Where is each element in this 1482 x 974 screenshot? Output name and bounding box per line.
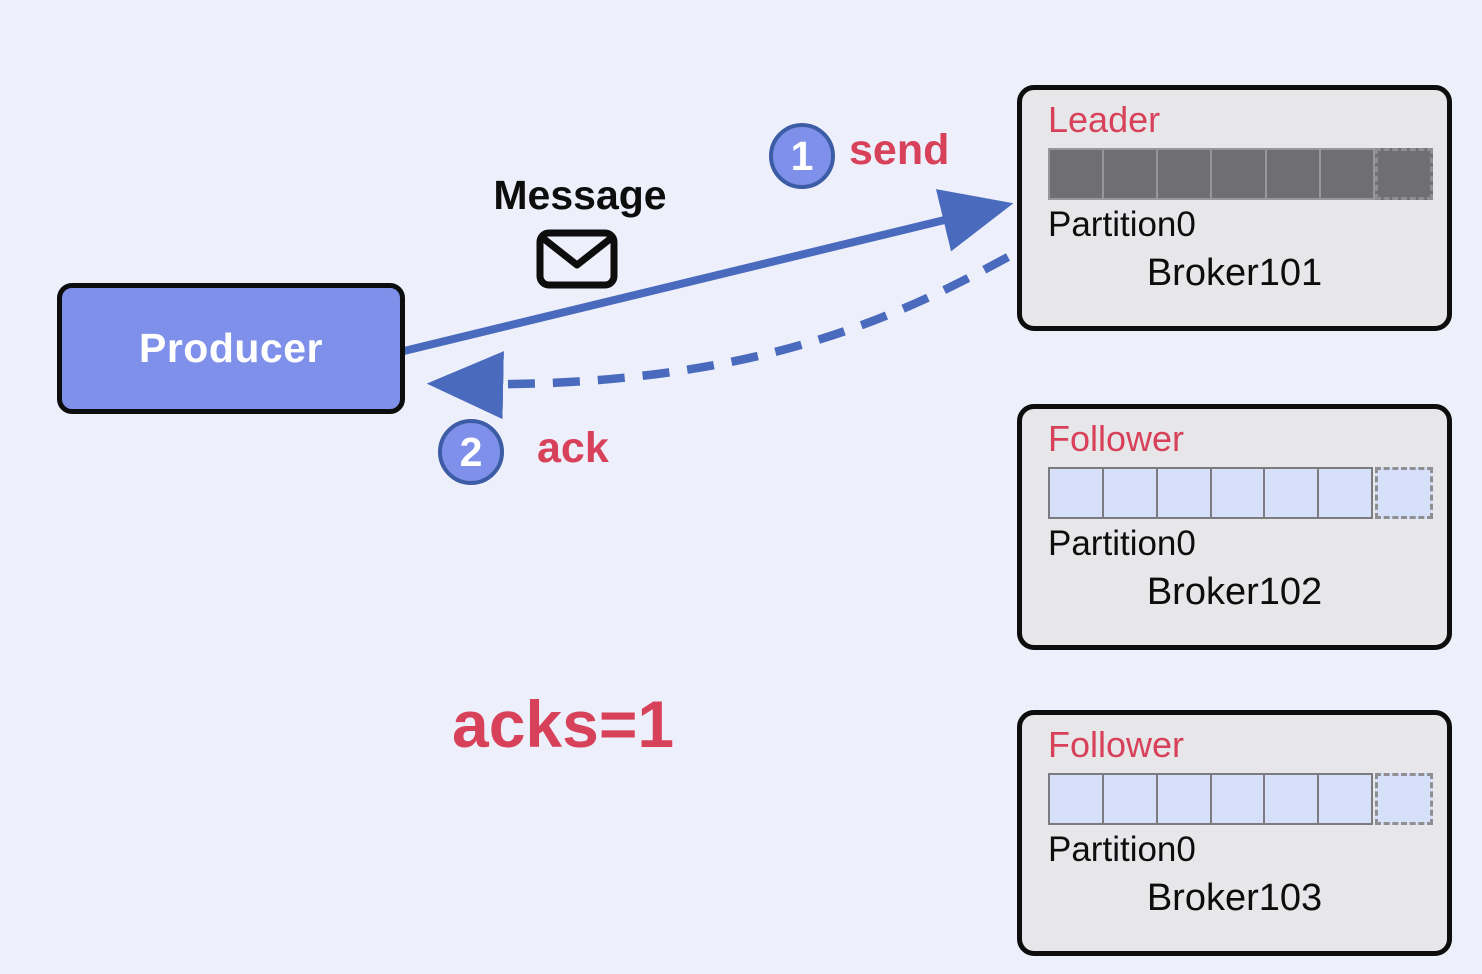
partition-cell <box>1156 147 1213 200</box>
partition-cell <box>1317 772 1374 825</box>
broker-box-follower-2: Follower Partition0 Broker103 <box>1017 710 1452 956</box>
step-2-label: ack <box>537 424 609 472</box>
producer-label: Producer <box>139 325 323 371</box>
partition-cell <box>1155 772 1212 825</box>
producer-box: Producer <box>57 283 405 414</box>
partition-cell <box>1317 466 1374 519</box>
message-label: Message <box>493 172 667 218</box>
step-1-label: send <box>849 126 950 174</box>
partition-strip <box>1048 466 1434 519</box>
partition-cell <box>1209 772 1266 825</box>
partition-cell <box>1101 772 1158 825</box>
broker-role-label: Follower <box>1048 418 1185 459</box>
partition-cell-ghost <box>1375 466 1434 519</box>
partition-label: Partition0 <box>1048 523 1196 563</box>
broker-box-follower-1: Follower Partition0 Broker102 <box>1017 404 1452 650</box>
partition-cell <box>1210 147 1267 200</box>
partition-cell <box>1264 147 1321 200</box>
partition-cell <box>1048 147 1105 200</box>
step-2-badge: 2 <box>438 419 504 485</box>
partition-label: Partition0 <box>1048 204 1196 244</box>
partition-cell <box>1101 466 1158 519</box>
acks-caption: acks=1 <box>452 687 675 761</box>
partition-strip <box>1048 772 1434 825</box>
broker-name: Broker102 <box>1146 571 1323 614</box>
envelope-icon <box>536 229 618 289</box>
broker-role-label: Follower <box>1048 724 1185 765</box>
partition-cell-ghost <box>1375 772 1434 825</box>
broker-name: Broker103 <box>1146 877 1323 920</box>
broker-role-label: Leader <box>1048 99 1161 140</box>
partition-cell <box>1155 466 1212 519</box>
send-arrow <box>403 189 1014 355</box>
partition-cell-ghost <box>1374 147 1433 200</box>
partition-cell <box>1102 147 1159 200</box>
step-2-number: 2 <box>459 428 483 475</box>
broker-name: Broker101 <box>1146 252 1323 295</box>
partition-cell <box>1209 466 1266 519</box>
step-1-number: 1 <box>790 132 814 179</box>
partition-cell <box>1263 772 1320 825</box>
partition-cell <box>1048 466 1104 519</box>
step-1-badge: 1 <box>769 123 835 189</box>
partition-cell <box>1048 772 1104 825</box>
partition-cell <box>1263 466 1320 519</box>
partition-cell <box>1318 147 1375 200</box>
partition-strip <box>1048 147 1433 200</box>
partition-label: Partition0 <box>1048 829 1196 869</box>
ack-arrow <box>426 253 1011 420</box>
broker-box-leader: Leader Partition0 Broker101 <box>1017 85 1452 331</box>
